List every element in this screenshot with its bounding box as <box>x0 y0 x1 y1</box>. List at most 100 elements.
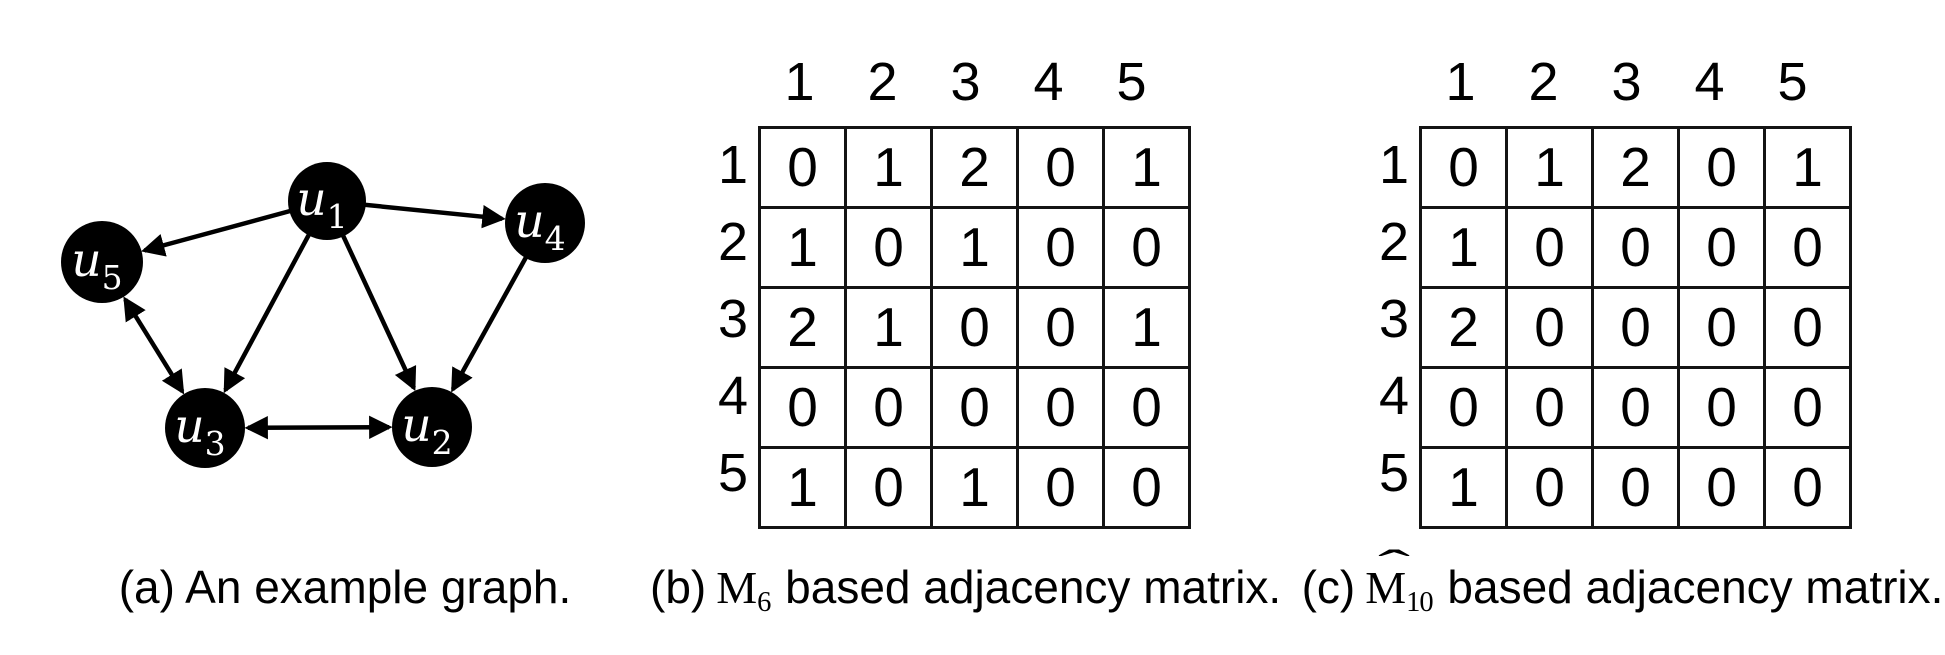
matrix-c-cell: 1 <box>1419 206 1508 289</box>
matrix-c-cell: 0 <box>1591 286 1680 369</box>
hat-accent: ˆ <box>1377 541 1410 590</box>
matrix-c-cell: 1 <box>1419 446 1508 529</box>
matrix-b-cell: 0 <box>758 366 847 449</box>
matrix-b-row-header: 4 <box>717 365 748 426</box>
matrix-b-row-header: 2 <box>717 211 748 272</box>
matrix-b-cell: 0 <box>844 446 933 529</box>
matrix-b-cell: 0 <box>1016 446 1105 529</box>
matrix-b-row-header: 5 <box>717 442 748 503</box>
matrix-c-cell: 0 <box>1591 366 1680 449</box>
matrix-b-cell: 0 <box>844 206 933 289</box>
matrix-c-cell: 0 <box>1763 206 1852 289</box>
matrix-c-col-header: 3 <box>1611 52 1642 112</box>
caption-b-prefix: (b) <box>650 561 707 613</box>
matrix-c-cell: 0 <box>1505 286 1594 369</box>
matrix-symbol-b: M6 <box>716 562 771 620</box>
matrix-c-col-header: 2 <box>1528 52 1559 112</box>
matrix-b-cell: 0 <box>930 366 1019 449</box>
graph-node-u4 <box>505 183 585 263</box>
matrix-b-cell: 1 <box>844 286 933 369</box>
matrix-b-cell: 0 <box>1016 366 1105 449</box>
graph-edge-u5-u3 <box>123 296 185 395</box>
matrix-c-col-header: 5 <box>1777 52 1808 112</box>
matrix-c-corner <box>1373 52 1419 126</box>
matrix-c-cell: 0 <box>1677 286 1766 369</box>
matrix-c-cell: 2 <box>1419 286 1508 369</box>
matrix-c-cell: 0 <box>1591 446 1680 529</box>
matrix-c-row-header: 3 <box>1378 288 1409 349</box>
caption-panel-b: (b)M6 based adjacency matrix. <box>650 561 1281 620</box>
matrix-symbol-subscript: 6 <box>757 586 771 618</box>
graph-node-label-u3: u3 <box>174 399 225 463</box>
matrix-b-cell: 1 <box>1102 126 1191 209</box>
matrix-b-col-header: 2 <box>867 52 898 112</box>
matrix-b-col-header: 5 <box>1116 52 1147 112</box>
matrix-b-cell: 0 <box>758 126 847 209</box>
matrix-c-cell: 0 <box>1677 126 1766 209</box>
graph-node-u5 <box>61 221 143 303</box>
matrix-b-row-header: 3 <box>717 288 748 349</box>
matrix-c-cell: 0 <box>1677 206 1766 289</box>
matrix-b-cell: 1 <box>758 446 847 529</box>
matrix-symbol-subscript: 10 <box>1406 586 1433 618</box>
matrix-c-row-header: 5 <box>1378 442 1409 503</box>
matrix-c-col-header: 4 <box>1694 52 1725 112</box>
matrix-c-row-header: 1 <box>1378 134 1409 195</box>
graph-node-label-u1: u1 <box>296 172 347 236</box>
matrix-b-cell: 0 <box>1102 446 1191 529</box>
matrix-c-cell: 0 <box>1505 206 1594 289</box>
matrix-c-cell: 0 <box>1505 366 1594 449</box>
matrix-b-cell: 0 <box>930 286 1019 369</box>
matrix-c-col-header: 1 <box>1445 52 1476 112</box>
matrix-c-cell: 1 <box>1505 126 1594 209</box>
graph-node-label-u5: u5 <box>71 233 122 297</box>
matrix-c-row-header: 4 <box>1378 365 1409 426</box>
matrix-b-cell: 0 <box>1102 366 1191 449</box>
caption-c-rest: based adjacency matrix. <box>1434 561 1944 613</box>
matrix-c-cell: 0 <box>1419 366 1508 449</box>
matrix-b-cell: 0 <box>844 366 933 449</box>
matrix-c-cell: 0 <box>1591 206 1680 289</box>
matrix-b-cell: 0 <box>1102 206 1191 289</box>
matrix-b-cell: 1 <box>758 206 847 289</box>
matrix-b-col-header: 3 <box>950 52 981 112</box>
matrix-c-cell: 1 <box>1763 126 1852 209</box>
graph-node-u1 <box>288 162 366 240</box>
matrix-symbol-letter: M <box>716 562 758 613</box>
matrix-b-cell: 2 <box>930 126 1019 209</box>
caption-panel-a: (a) An example graph. <box>118 561 572 613</box>
matrix-b-row-header: 1 <box>717 134 748 195</box>
graph-node-u2 <box>392 387 472 467</box>
matrix-b-col-header: 1 <box>784 52 815 112</box>
matrix-c-cell: 0 <box>1419 126 1508 209</box>
matrix-b-cell: 2 <box>758 286 847 369</box>
matrix-c-cell: 0 <box>1677 366 1766 449</box>
matrix-b-cell: 0 <box>1016 286 1105 369</box>
matrix-b-cell: 1 <box>930 446 1019 529</box>
matrix-b-cell: 1 <box>930 206 1019 289</box>
matrix-b-row-headers: 1 2 3 4 5 <box>712 126 758 529</box>
matrix-c-cell: 0 <box>1505 446 1594 529</box>
matrix-b-cell: 0 <box>1016 206 1105 289</box>
graph-edge-u3-u2 <box>244 415 393 440</box>
graph-node-label-u2: u2 <box>401 398 452 462</box>
matrix-b-cell: 1 <box>1102 286 1191 369</box>
matrix-c-cell: 0 <box>1677 446 1766 529</box>
graph-node-u3 <box>165 388 245 468</box>
matrix-c-cell: 2 <box>1591 126 1680 209</box>
matrix-b-cell: 0 <box>1016 126 1105 209</box>
matrix-c-cell: 0 <box>1763 286 1852 369</box>
matrix-b-corner <box>712 52 758 126</box>
matrix-c-cell: 0 <box>1763 446 1852 529</box>
matrix-symbol-letter: M <box>1365 562 1407 613</box>
